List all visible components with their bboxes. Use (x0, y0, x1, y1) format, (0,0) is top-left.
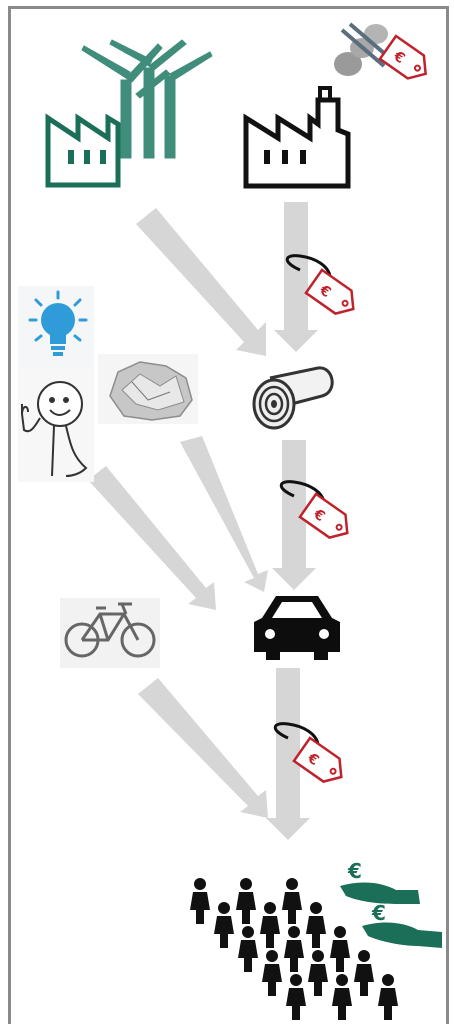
arrow-greenfactory-to-coil (136, 208, 266, 356)
person-figure (286, 974, 306, 1020)
person-figure (190, 878, 210, 924)
steel-coil-icon (254, 368, 332, 428)
arrow-bike-to-people (138, 678, 268, 818)
flow-arrows (88, 202, 318, 840)
person-figure (262, 950, 282, 996)
car-icon (254, 596, 340, 660)
wind-turbine-icon (82, 40, 212, 158)
person-figure (236, 878, 256, 924)
person-figure (354, 950, 374, 996)
person-figure (378, 974, 398, 1020)
black-factory-icon (246, 88, 348, 186)
smoke-icon (334, 24, 392, 76)
hand-money-icon: € (340, 859, 420, 904)
person-figure (284, 926, 304, 972)
person-figure (308, 950, 328, 996)
price-tag-icon: € (380, 36, 434, 85)
person-figure (330, 926, 350, 972)
euro-symbol: € (347, 859, 362, 883)
person-figure (282, 878, 302, 924)
person-figure (214, 902, 234, 948)
person-figure (332, 974, 352, 1020)
lightbulb-icon (18, 286, 94, 366)
arrow-foil-to-car (180, 436, 268, 592)
arrow-person-to-car (88, 466, 216, 610)
green-factory-icon (48, 118, 118, 185)
thinking-person-icon (18, 366, 94, 482)
bicycle-icon (60, 598, 160, 668)
person-figure (238, 926, 258, 972)
euro-symbol: € (371, 901, 386, 925)
person-figure (306, 902, 326, 948)
crumpled-foil-icon (98, 354, 198, 424)
arrow-factory-to-coil (274, 202, 318, 352)
hand-money-icon: € (362, 901, 442, 948)
person-figure (260, 902, 280, 948)
